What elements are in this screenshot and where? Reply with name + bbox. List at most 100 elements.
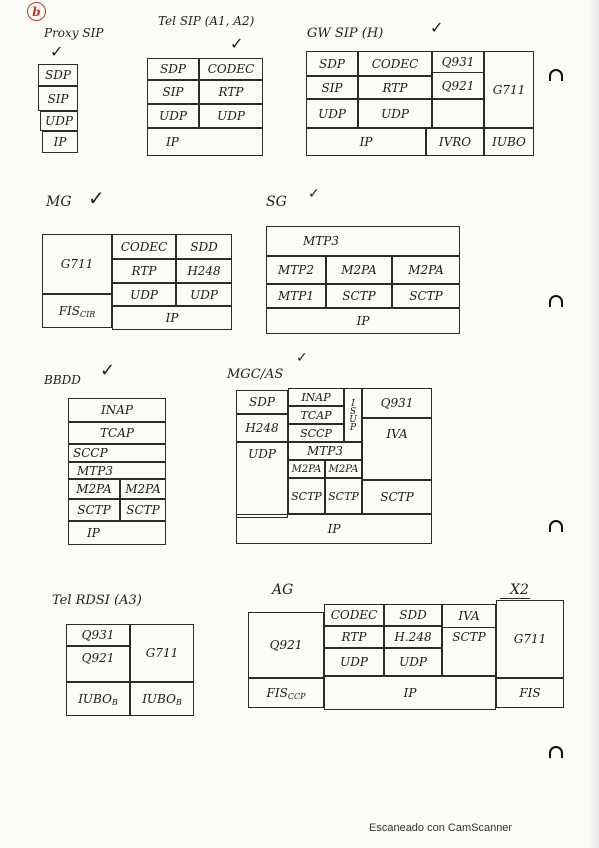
stack-cell: INAP [288, 388, 344, 406]
binder-hole-icon [549, 746, 563, 758]
stack-cell: IP [324, 676, 496, 710]
stack-cell: SDD [384, 604, 442, 626]
stack-cell: MTP1 [266, 284, 326, 308]
scanner-watermark: Escaneado con CamScanner [369, 822, 513, 834]
stack-cell: SCTP [120, 499, 166, 521]
stack-cell: TCAP [288, 406, 344, 424]
mg-title: MG [46, 194, 72, 210]
stack-cell: SCTP [392, 284, 460, 308]
stack-cell: UDP [199, 104, 263, 128]
stack-cell: UDP [176, 283, 232, 306]
stack-cell: M2PA [68, 479, 120, 499]
proxy-sip-title: Proxy SIP [44, 26, 104, 40]
page-edge-shadow [589, 0, 599, 848]
stack-cell: M2PA [326, 256, 392, 284]
binder-hole-icon [549, 295, 563, 307]
stack-cell: UDP [40, 111, 78, 131]
stack-cell: SCTP [288, 478, 325, 514]
stack-cell: SIP [306, 76, 358, 99]
cell-subscript: CCP [287, 691, 306, 701]
check-icon: ✓ [88, 186, 105, 210]
stack-cell: Q931 [66, 624, 130, 646]
stack-cell: M2PA [392, 256, 460, 284]
x2-title: X2 [510, 582, 529, 598]
cell-subscript: B [175, 697, 182, 707]
stack-cell: IVRO [426, 128, 484, 156]
stack-cell: M2PA [288, 460, 325, 478]
stack-cell: G711 [484, 51, 534, 128]
stack-cell: SCCP [288, 424, 344, 442]
tel-sip-title: Tel SIP (A1, A2) [158, 14, 255, 28]
stack-cell: IP [236, 514, 432, 544]
stack-cell: SDP [236, 390, 288, 414]
check-icon: ✓ [50, 42, 64, 61]
stack-cell: M2PA [325, 460, 362, 478]
stack-cell: MTP2 [266, 256, 326, 284]
section-marker: b [27, 2, 46, 21]
stack-cell: SDD [176, 234, 232, 259]
stack-cell: SCTP [325, 478, 362, 514]
mgc-as-title: MGC/AS [227, 367, 284, 382]
stack-cell: Q921 [432, 73, 484, 99]
stack-cell: RTP [199, 80, 263, 104]
binder-hole-icon [549, 520, 563, 532]
stack-cell: RTP [324, 626, 384, 648]
binder-hole-icon [549, 69, 563, 81]
stack-cell: M2PA [120, 479, 166, 499]
stack-cell: IP [147, 128, 263, 156]
check-icon: ✓ [100, 360, 116, 381]
stack-cell: MTP3 [288, 442, 362, 460]
stack-cell: SCTP [362, 480, 432, 514]
cell-text: FIS [58, 304, 80, 318]
stack-cell: SIP [38, 86, 78, 111]
stack-cell: G711 [42, 234, 112, 294]
stack-cell: UDP [384, 648, 442, 676]
stack-cell: UDP [324, 648, 384, 676]
bbdd-title: BBDD [44, 373, 81, 387]
cell-text: IUBO [78, 692, 112, 706]
ag-title: AG [272, 582, 294, 598]
stack-cell: SCTP [326, 284, 392, 308]
stack-cell: IP [68, 521, 166, 545]
stack-cell: CODEC [324, 604, 384, 626]
stack-cell: H.248 [384, 626, 442, 648]
stack-cell: RTP [358, 76, 432, 99]
stack-cell: SIP [147, 80, 199, 104]
stack-cell: UDP [112, 283, 176, 306]
stack-cell [432, 99, 484, 128]
stack-cell: Q931 [432, 51, 484, 73]
stack-cell: IUBO [484, 128, 534, 156]
stack-cell: UDP [306, 99, 358, 128]
stack-cell: CODEC [199, 58, 263, 80]
check-icon: ✓ [308, 186, 320, 202]
cell-subscript: CIR [79, 309, 96, 319]
cell-subscript: B [111, 697, 118, 707]
stack-cell: IP [266, 308, 460, 334]
stack-cell: FIS [496, 678, 564, 708]
stack-cell: Q921 [66, 646, 130, 682]
stack-cell: UDP [358, 99, 432, 128]
stack-cell: H248 [176, 259, 232, 283]
tel-rdsi-title: Tel RDSI (A3) [52, 593, 142, 608]
stack-cell: IVA [442, 604, 496, 628]
stack-cell: SDP [306, 51, 358, 76]
check-icon: ✓ [430, 18, 444, 37]
cell-text: IUBO [142, 692, 176, 706]
stack-cell: UDP [147, 104, 199, 128]
check-icon: ✓ [296, 350, 308, 366]
stack-cell: SCCP [68, 444, 166, 462]
x2-underline [500, 598, 530, 599]
stack-cell: INAP [68, 398, 166, 422]
stack-cell: CODEC [112, 234, 176, 259]
stack-cell: H248 [236, 414, 288, 442]
check-icon: ✓ [230, 34, 244, 53]
stack-cell: MTP3 [266, 226, 460, 256]
stack-cell: IP [112, 306, 232, 330]
stack-cell: CODEC [358, 51, 432, 76]
stack-cell: SCTP [442, 628, 496, 676]
stack-cell: MTP3 [68, 462, 166, 479]
